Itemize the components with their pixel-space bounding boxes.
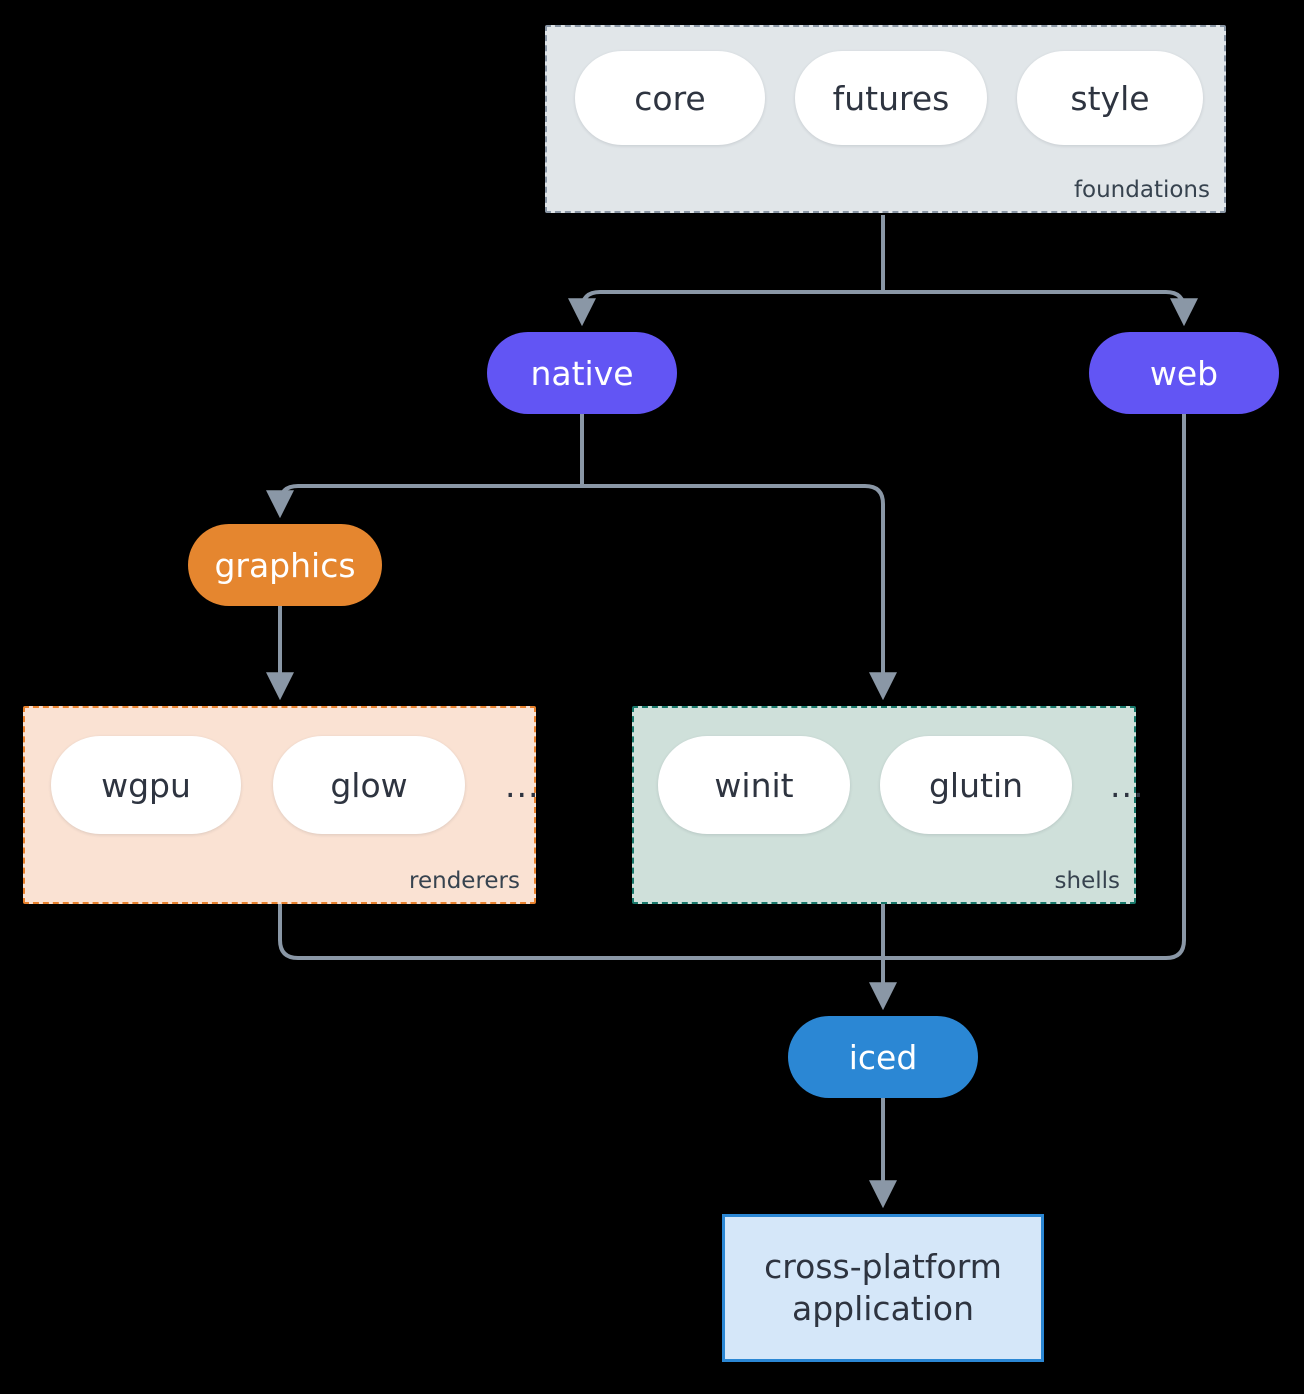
renderers-ellipsis: ...	[505, 765, 540, 805]
node-core[interactable]: core	[575, 51, 765, 145]
cluster-foundations: core futures style foundations	[545, 25, 1226, 213]
cluster-label-renderers: renderers	[409, 868, 520, 894]
node-web[interactable]: web	[1089, 332, 1279, 414]
edge-foundations-to-web	[883, 290, 1198, 327]
node-cross-platform-application[interactable]: cross-platform application	[722, 1214, 1044, 1362]
edge-native-to-graphics	[266, 484, 582, 519]
node-futures[interactable]: futures	[795, 51, 987, 145]
application-line-1: cross-platform	[764, 1246, 1002, 1286]
shells-members: winit glutin ...	[658, 736, 1144, 834]
cluster-label-foundations: foundations	[1073, 177, 1210, 203]
node-native[interactable]: native	[487, 332, 677, 414]
cluster-shells: winit glutin ... shells	[632, 706, 1143, 904]
cluster-renderers: wgpu glow ... renderers	[23, 706, 539, 904]
node-graphics[interactable]: graphics	[188, 524, 382, 606]
shells-ellipsis: ...	[1110, 765, 1145, 805]
cluster-label-shells: shells	[1054, 868, 1120, 894]
node-iced[interactable]: iced	[788, 1016, 978, 1098]
edge-foundations-to-native	[568, 290, 883, 327]
edge-native-to-shells	[582, 484, 897, 701]
node-wgpu[interactable]: wgpu	[51, 736, 241, 834]
foundations-members: core futures style	[575, 51, 1203, 145]
renderers-members: wgpu glow ...	[51, 736, 539, 834]
node-glutin[interactable]: glutin	[880, 736, 1072, 834]
node-winit[interactable]: winit	[658, 736, 850, 834]
node-glow[interactable]: glow	[273, 736, 465, 834]
application-line-2: application	[791, 1289, 975, 1328]
edge-renderers-to-iced	[278, 904, 883, 960]
node-style[interactable]: style	[1017, 51, 1203, 145]
